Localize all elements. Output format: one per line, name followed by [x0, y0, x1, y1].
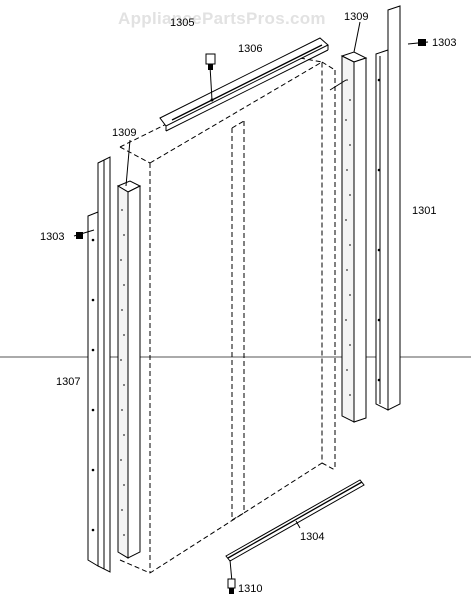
- screw-1303-right: [407, 39, 429, 46]
- top-rail-1306: [159, 37, 329, 132]
- callout-1304: 1304: [300, 531, 324, 543]
- callout-1303-left: 1303: [40, 231, 64, 243]
- callout-1309-left: 1309: [112, 127, 136, 139]
- screw-1310: [227, 559, 236, 594]
- callout-1301: 1301: [412, 205, 436, 217]
- right-rail-1301: [375, 5, 401, 411]
- cabinet-outline: [119, 57, 336, 574]
- bottom-rail-1304: [225, 479, 365, 562]
- callout-1303-right: 1303: [432, 37, 456, 49]
- callout-1310: 1310: [238, 583, 262, 595]
- screw-1303-left: [73, 229, 95, 239]
- callout-1305: 1305: [170, 17, 194, 29]
- right-foam-strip-1309: [340, 51, 368, 423]
- callout-1306: 1306: [238, 43, 262, 55]
- left-foam-strip-1309: [116, 180, 142, 559]
- watermark-text: AppliancePartsPros.com: [118, 9, 326, 28]
- screw-1305: [205, 53, 216, 101]
- left-rail-1307: [87, 156, 111, 573]
- callout-1309-right: 1309: [344, 11, 368, 23]
- callout-1307: 1307: [56, 376, 80, 388]
